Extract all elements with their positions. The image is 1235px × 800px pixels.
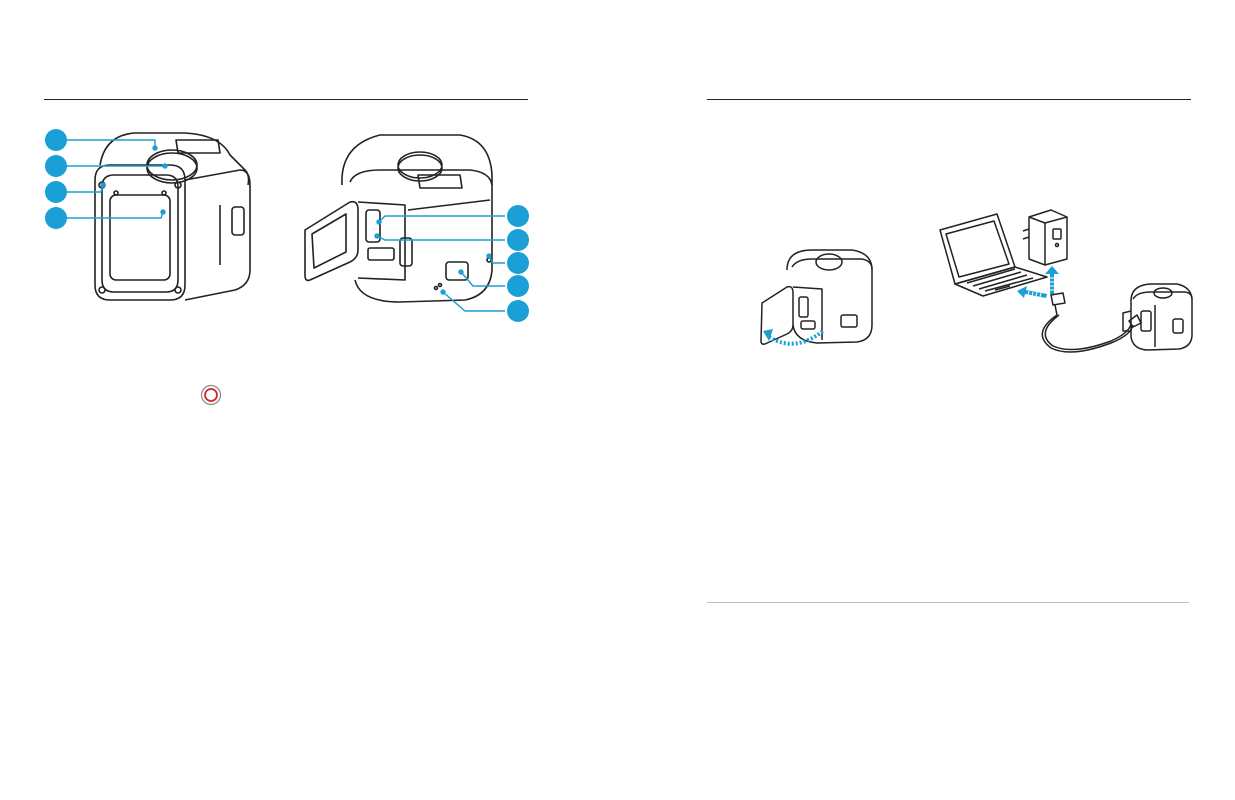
callout-9	[507, 300, 529, 322]
callout-1	[45, 129, 67, 151]
section-divider	[707, 602, 1189, 603]
camera-open-door-illustration	[760, 249, 873, 346]
camera-back-illustration	[304, 134, 493, 303]
section-rule	[707, 99, 1191, 100]
right-page	[617, 0, 1235, 800]
arrow-up-icon	[1045, 266, 1059, 294]
laptop-illustration	[939, 213, 1048, 297]
callout-3	[45, 181, 67, 203]
callout-6	[507, 229, 529, 251]
front-callout-lines	[65, 139, 168, 219]
back-callout-lines	[374, 215, 505, 312]
callout-4	[45, 207, 67, 229]
callout-7	[507, 252, 529, 274]
record-button-icon	[200, 384, 222, 406]
left-page	[0, 0, 617, 800]
wall-charger-illustration	[1022, 209, 1068, 266]
callout-2	[45, 155, 67, 177]
callout-8	[507, 275, 529, 297]
section-rule	[44, 99, 528, 100]
camera-connected-illustration	[1122, 283, 1193, 351]
callout-5	[507, 205, 529, 227]
arrow-icon	[763, 329, 773, 341]
arrow-left-icon	[1017, 286, 1047, 298]
